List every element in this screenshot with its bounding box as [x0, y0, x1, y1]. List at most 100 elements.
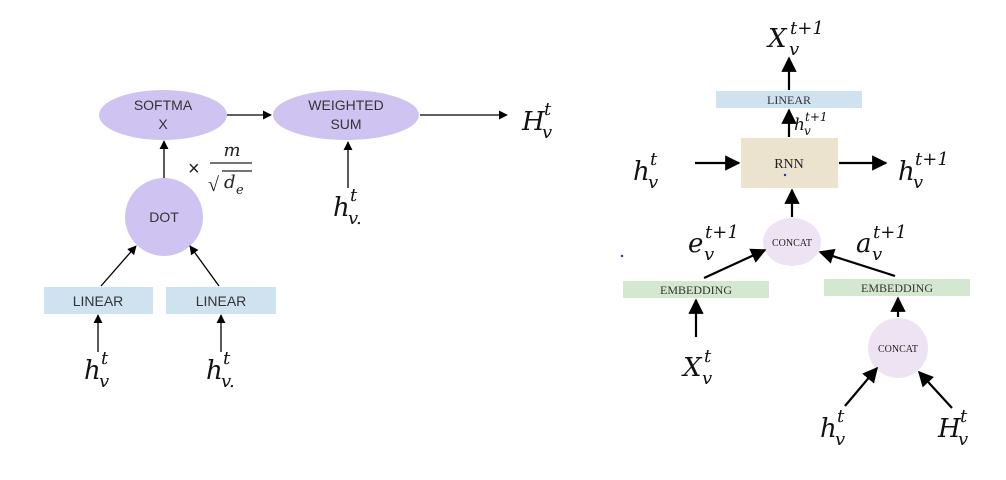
embedding-right-label: EMBEDDING — [861, 281, 933, 295]
a-label-base: a — [856, 229, 872, 259]
softmax-ellipse — [99, 90, 227, 140]
a-label-sup: t+1 — [873, 222, 907, 243]
output-H-sup: t — [544, 99, 552, 120]
concat-top-node: CONCAT — [763, 218, 821, 266]
e-label: e v t+1 — [688, 222, 739, 265]
edge-H-to-concat-bottom — [917, 370, 953, 409]
edge-h-to-concat-bottom — [844, 366, 878, 407]
concat-bottom-label: CONCAT — [878, 344, 918, 355]
output-X-sup: t+1 — [790, 18, 824, 39]
e-label-sup: t+1 — [705, 222, 739, 243]
dot-circle — [125, 178, 203, 256]
weighted-sum-node: WEIGHTED SUM — [273, 90, 419, 140]
embedding-left-label: EMBEDDING — [660, 283, 732, 297]
stray-dot-rnn — [783, 173, 787, 177]
embedding-right-node: EMBEDDING — [824, 279, 970, 296]
linear-left-label: LINEAR — [73, 293, 124, 309]
edge-embedding-left-to-concat — [703, 248, 767, 279]
rnn-in-base: h — [633, 157, 650, 187]
output-X-label: X v t+1 — [766, 18, 824, 60]
dot-label: DOT — [149, 209, 179, 225]
x-input-sup: t — [704, 346, 712, 367]
input-right-sup: t — [223, 348, 231, 369]
h-input-label: h v t — [820, 406, 845, 450]
H-input-sup: t — [960, 406, 968, 427]
edge-linear-left-to-dot — [100, 245, 137, 287]
linear-right-node: LINEAR — [166, 287, 276, 314]
input-left-label: h v t — [84, 348, 109, 392]
edge-embedding-right-to-concat — [818, 248, 896, 278]
h-input-sub: v — [835, 429, 845, 450]
input-ws-label: h v. t — [333, 185, 362, 229]
concat-top-ellipse — [763, 218, 821, 266]
scale-factor: × m √ d e — [188, 140, 252, 198]
input-ws-sup: t — [350, 185, 358, 206]
softmax-label-line1: SOFTMA — [134, 97, 193, 113]
linear-top-label: LINEAR — [767, 93, 811, 107]
a-label: a v t+1 — [856, 222, 907, 265]
embedding-right-box — [824, 279, 970, 296]
sqrt-symbol: √ — [208, 174, 219, 196]
rnn-out-label: h v t+1 — [898, 149, 949, 193]
input-ws-base: h — [333, 193, 350, 223]
rnn-box — [741, 138, 838, 188]
scale-d-subscript: e — [236, 183, 244, 198]
h-input-base: h — [820, 414, 837, 444]
dot-node: DOT — [125, 178, 203, 256]
H-input-sub: v — [958, 429, 968, 450]
rnn-in-sup: t — [650, 149, 658, 170]
concat-bottom-circle — [868, 318, 928, 378]
e-label-sub: v — [704, 244, 714, 265]
input-ws-sub: v. — [348, 208, 362, 229]
hidden-mid-base: h — [794, 115, 805, 135]
softmax-label-line2: X — [158, 116, 168, 132]
output-X-sub: v — [789, 39, 799, 60]
weighted-sum-label-line1: WEIGHTED — [308, 97, 383, 113]
rnn-in-sub: v — [648, 172, 658, 193]
rnn-out-base: h — [898, 157, 915, 187]
input-right-base: h — [206, 356, 223, 386]
linear-top-box — [716, 91, 862, 108]
input-left-base: h — [84, 356, 101, 386]
rnn-label: RNN — [774, 157, 804, 172]
h-input-sup: t — [837, 406, 845, 427]
hidden-mid-label: h v t+1 — [794, 110, 828, 138]
embedding-left-box — [623, 281, 769, 298]
output-H-base: H — [521, 107, 546, 137]
stray-dot-left — [620, 254, 624, 258]
concat-top-label: CONCAT — [772, 238, 812, 249]
scale-d: d — [224, 172, 236, 193]
embedding-left-node: EMBEDDING — [623, 281, 769, 298]
x-input-sub: v — [702, 368, 712, 389]
rnn-node: RNN — [741, 138, 838, 188]
hidden-mid-sup: t+1 — [805, 110, 828, 124]
weighted-sum-label-line2: SUM — [330, 116, 361, 132]
x-input-label: X v t — [681, 346, 712, 389]
H-input-base: H — [937, 414, 962, 444]
hidden-mid-sub: v — [804, 124, 811, 138]
e-label-base: e — [688, 229, 703, 259]
a-label-sub: v — [872, 244, 882, 265]
H-input-label: H v t — [937, 406, 968, 450]
linear-left-node: LINEAR — [44, 287, 153, 314]
linear-right-box — [166, 287, 276, 314]
times-symbol: × — [188, 158, 200, 180]
x-input-base: X — [681, 353, 703, 383]
rnn-diagram: X v t+1 LINEAR RNN CONCAT EMBEDDING EMBE… — [620, 18, 970, 450]
linear-right-label: LINEAR — [196, 293, 247, 309]
rnn-in-label: h v t — [633, 149, 658, 193]
output-X-base: X — [766, 24, 788, 54]
scale-numerator: m — [223, 140, 240, 161]
softmax-node: SOFTMA X — [99, 90, 227, 140]
output-H-sub: v — [542, 122, 552, 143]
input-right-sub: v. — [221, 371, 235, 392]
linear-top-node: LINEAR — [716, 91, 862, 108]
concat-bottom-node: CONCAT — [868, 318, 928, 378]
rnn-out-sub: v — [913, 172, 923, 193]
rnn-out-sup: t+1 — [915, 149, 949, 170]
input-right-label: h v. t — [206, 348, 235, 392]
weighted-sum-ellipse — [273, 90, 419, 140]
edge-linear-right-to-dot — [189, 245, 220, 287]
linear-left-box — [44, 287, 153, 314]
